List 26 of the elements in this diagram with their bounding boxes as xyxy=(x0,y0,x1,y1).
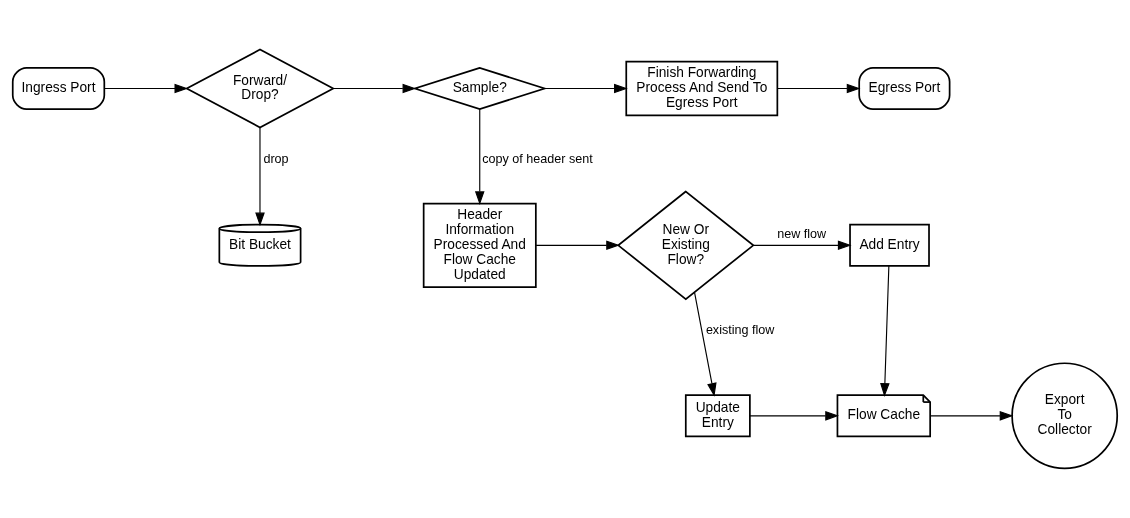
arrow xyxy=(929,411,1014,421)
arrow xyxy=(880,265,890,397)
arrow xyxy=(544,83,628,94)
node-box: Ingress Port xyxy=(11,67,106,110)
node-box: Add Entry xyxy=(849,223,930,267)
node-diamond: Forward/ Drop? xyxy=(184,48,336,129)
arrow xyxy=(693,291,717,397)
arrow xyxy=(535,240,620,251)
node-circle: Export To Collector xyxy=(1011,362,1119,470)
arrow xyxy=(255,126,265,227)
arrow xyxy=(776,83,861,94)
edge-label: drop xyxy=(263,151,289,166)
arrow xyxy=(753,240,852,251)
node-box: Egress Port xyxy=(858,67,951,110)
node-diamond: New Or Existing Flow? xyxy=(616,190,755,301)
arrow xyxy=(474,108,485,206)
edge-label: existing flow xyxy=(705,323,775,338)
edge-label: copy of header sent xyxy=(482,151,593,166)
arrow xyxy=(332,83,417,94)
arrow xyxy=(749,411,839,421)
node-box: Update Entry xyxy=(684,394,751,438)
node-diamond: Sample? xyxy=(412,67,548,110)
arrow xyxy=(104,83,189,94)
edge-label: new flow xyxy=(777,227,827,242)
node-box: Header Information Processed And Flow Cache Updated xyxy=(422,202,537,288)
node-box: Finish Forwarding Process And Send To Egress Port xyxy=(625,60,779,117)
